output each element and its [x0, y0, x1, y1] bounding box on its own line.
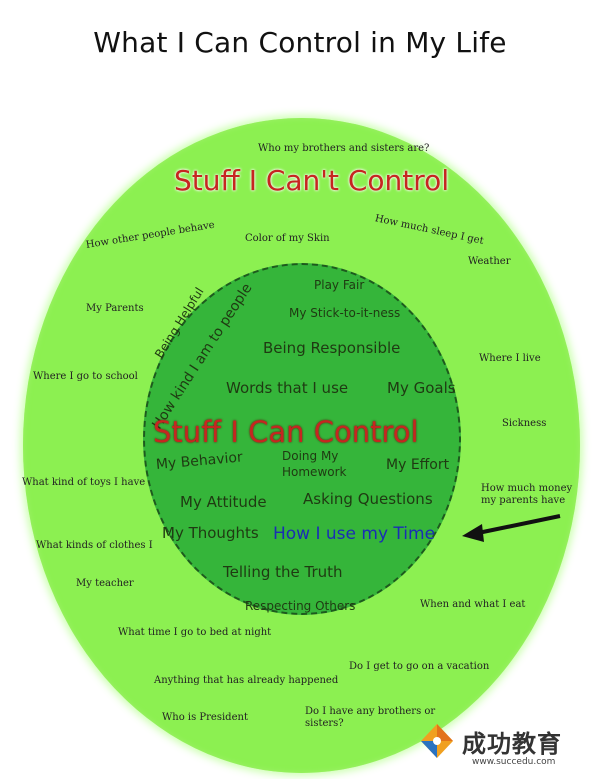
inner-item: My Effort — [386, 457, 450, 473]
inner-item: Play Fair — [314, 278, 365, 292]
inner-item: Being Responsible — [263, 339, 401, 357]
outer-item: What kind of toys I have — [22, 477, 146, 488]
inner-item: My Stick-to-it-ness — [289, 306, 401, 320]
inner-item: Homework — [282, 465, 347, 479]
outer-item: Anything that has already happened — [154, 675, 339, 686]
outer-item: Who is President — [162, 712, 248, 723]
inner-item: My Goals — [387, 379, 456, 397]
outer-item: Do I get to go on a vacation — [349, 661, 490, 672]
outer-item: Where I live — [479, 353, 541, 364]
inner-item: My Attitude — [180, 493, 267, 511]
inner-circle-can-control — [143, 263, 461, 615]
cant-control-heading: Stuff I Can't Control — [174, 164, 450, 197]
outer-item: What time I go to bed at night — [118, 627, 272, 638]
outer-item: Do I have any brothers or — [305, 706, 436, 717]
outer-item: How much money — [481, 483, 573, 494]
outer-item: Sickness — [502, 418, 547, 429]
outer-item: Who my brothers and sisters are? — [258, 143, 430, 154]
watermark-url: www.succedu.com — [472, 757, 556, 767]
outer-item: Color of my Skin — [245, 233, 330, 244]
inner-item: Asking Questions — [303, 490, 433, 508]
outer-item: my parents have — [481, 495, 566, 506]
outer-item: sisters? — [305, 718, 344, 729]
outer-item: When and what I eat — [420, 599, 526, 610]
inner-item: My Thoughts — [162, 524, 259, 542]
outer-item: Weather — [468, 256, 511, 267]
outer-item: What kinds of clothes I — [36, 540, 153, 551]
page-title: What I Can Control in My Life — [93, 26, 507, 59]
inner-item: Respecting Others — [245, 599, 356, 613]
outer-item: My teacher — [76, 578, 134, 589]
inner-item: Telling the Truth — [223, 563, 343, 581]
inner-item: Doing My — [282, 449, 339, 463]
outer-item: My Parents — [86, 303, 144, 314]
can-control-heading: Stuff I Can Control — [153, 415, 419, 449]
how-i-use-my-time: How I use my Time — [273, 524, 436, 544]
outer-item: Where I go to school — [33, 371, 138, 382]
watermark-text: 成功教育 — [462, 730, 562, 758]
logo-icon — [421, 724, 453, 758]
inner-item: Words that I use — [226, 379, 349, 397]
